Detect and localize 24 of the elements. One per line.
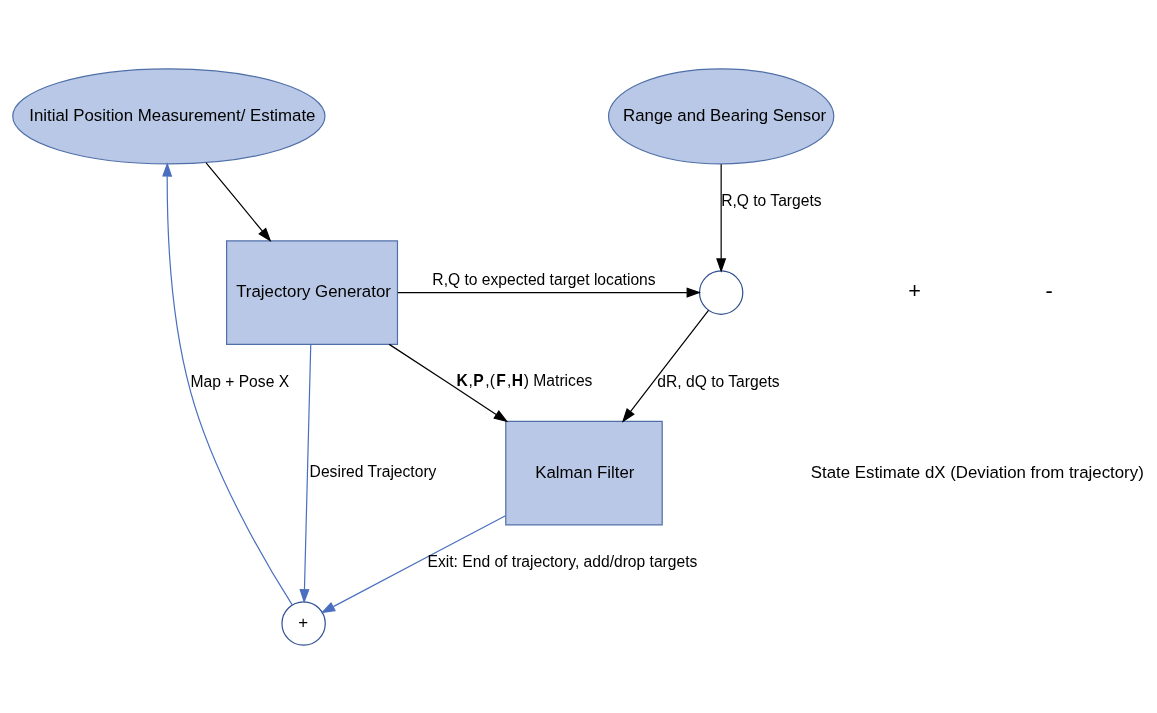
- arrow: [299, 343, 312, 603]
- arrow: [162, 161, 293, 605]
- edge-label: R,Q to expected target locations: [432, 270, 656, 288]
- node-circle: [698, 269, 744, 315]
- edge-label: K,P,(F,H) Matrices: [456, 371, 593, 389]
- edge-label: Exit: End of trajectory, add/drop targets: [427, 552, 698, 570]
- label: +: [908, 277, 921, 303]
- edge-label: Desired Trajectory: [309, 462, 437, 480]
- node-circle: +: [281, 600, 326, 646]
- arrow: [397, 287, 702, 298]
- node-ellipse: Range and Bearing Sensor: [607, 67, 835, 164]
- label: State Estimate dX (Deviation from trajectory): [810, 462, 1144, 482]
- arrow: [388, 343, 509, 422]
- arrow: [716, 163, 727, 273]
- arrow: [621, 309, 710, 423]
- node-box: Kalman Filter: [505, 420, 663, 525]
- node-ellipse: Initial Position Measurement/ Estimate: [12, 67, 326, 164]
- edge-label: Map + Pose X: [190, 372, 290, 390]
- arrow: [320, 514, 507, 613]
- arrow: [205, 161, 272, 242]
- edge-label: R,Q to Targets: [721, 191, 822, 209]
- node-box: Trajectory Generator: [226, 239, 399, 345]
- edge-label: dR, dQ to Targets: [657, 372, 780, 390]
- label: -: [1045, 277, 1053, 303]
